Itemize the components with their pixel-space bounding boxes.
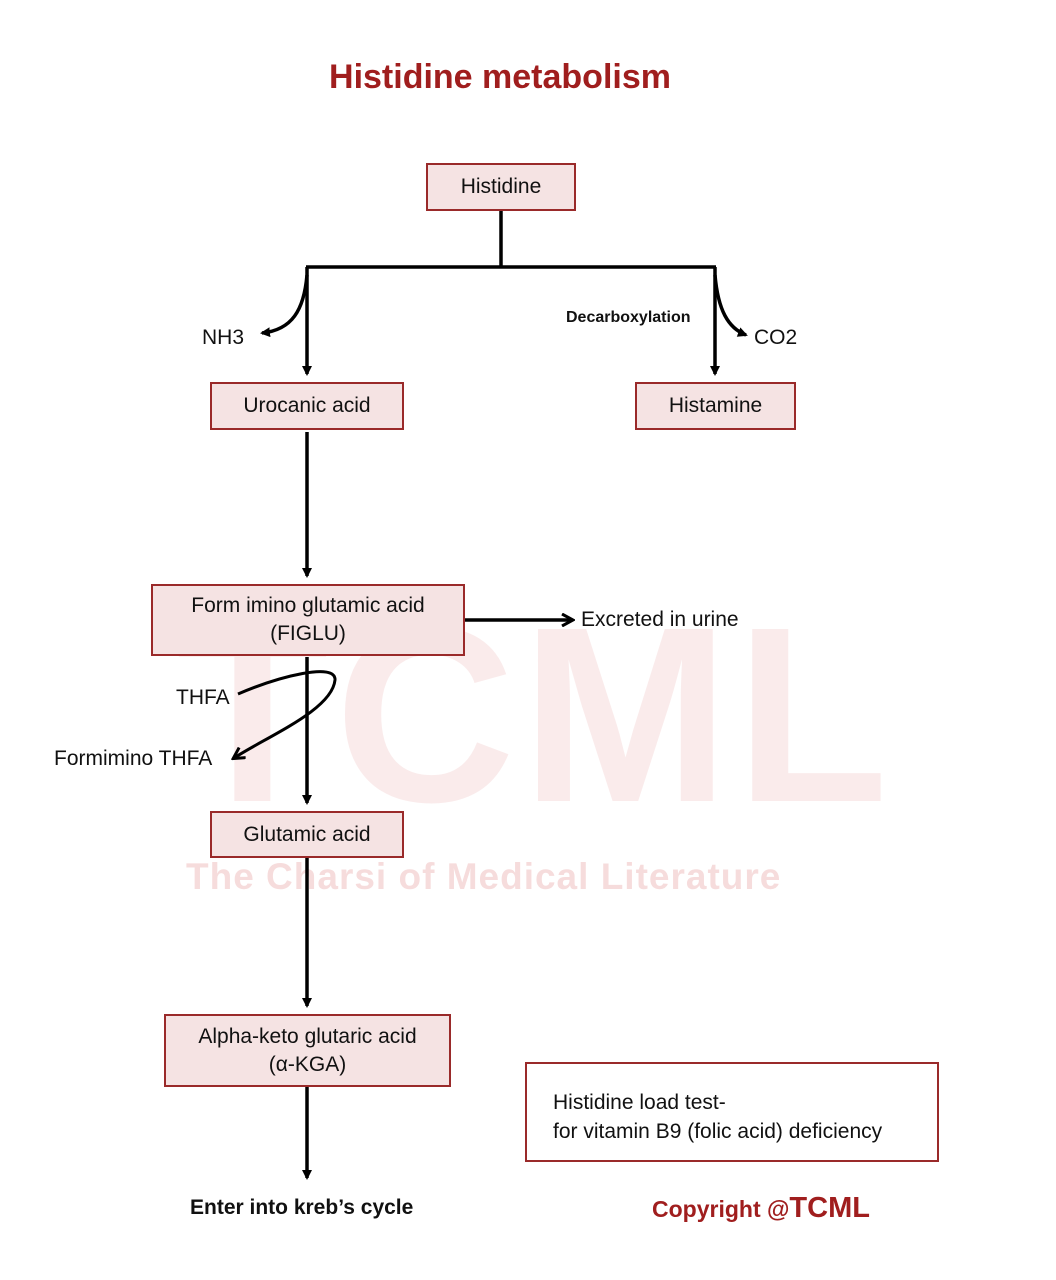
copyright: Copyright @TCML	[652, 1192, 870, 1225]
arrow-thfa-loop	[234, 670, 337, 758]
histidine-load-test-note: Histidine load test- for vitamin B9 (fol…	[525, 1062, 939, 1162]
histamine-box: Histamine	[635, 382, 796, 430]
akga-label-line1: Alpha-keto glutaric acid	[198, 1024, 417, 1048]
arrow-to-nh3	[260, 274, 309, 338]
glutamic-acid-box: Glutamic acid	[210, 811, 404, 858]
nh3-label: NH3	[202, 326, 245, 349]
co2-label: CO2	[754, 326, 798, 349]
formimino-thfa-label: Formimino THFA	[54, 747, 213, 770]
histamine-label: Histamine	[668, 394, 763, 417]
page-title: Histidine metabolism	[329, 58, 671, 96]
histidine-label: Histidine	[460, 175, 542, 198]
akga-label-line2: (α-KGA)	[268, 1052, 347, 1076]
figlu-label-line1: Form imino glutamic acid	[191, 594, 425, 617]
arrow-to-co2	[713, 274, 748, 337]
urocanic-acid-label: Urocanic acid	[243, 394, 371, 417]
figlu-box: Form imino glutamic acid (FIGLU)	[151, 584, 465, 656]
histidine-box: Histidine	[426, 163, 576, 211]
glutamic-acid-label: Glutamic acid	[243, 822, 371, 846]
excreted-label: Excreted in urine	[581, 608, 739, 631]
akga-box: Alpha-keto glutaric acid (α-KGA)	[164, 1014, 451, 1087]
urocanic-acid-box: Urocanic acid	[210, 382, 404, 430]
note-line1: Histidine load test-	[553, 1091, 726, 1114]
note-line2: for vitamin B9 (folic acid) deficiency	[553, 1120, 883, 1143]
copyright-prefix: Copyright @	[652, 1196, 790, 1222]
figlu-label-line2: (FIGLU)	[270, 622, 346, 645]
decarboxylation-label: Decarboxylation	[566, 309, 691, 326]
watermark-tagline: The Charsi of Medical Literature	[186, 856, 782, 897]
kreb-cycle-label: Enter into kreb’s cycle	[190, 1196, 414, 1219]
thfa-label: THFA	[176, 686, 230, 709]
copyright-brand: TCML	[789, 1192, 870, 1224]
